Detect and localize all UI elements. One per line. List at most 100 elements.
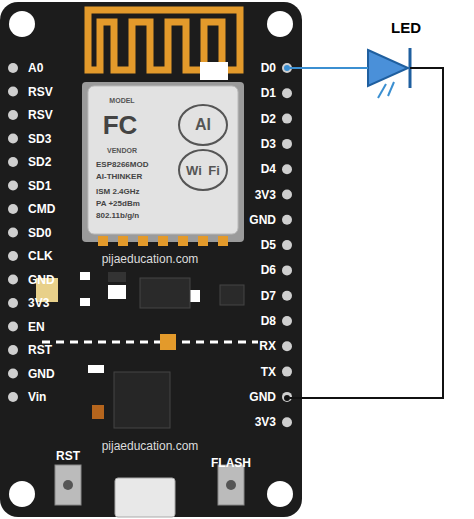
wifi-logo xyxy=(179,150,227,190)
led-symbol: LED xyxy=(358,18,424,104)
wire-gnd xyxy=(290,68,443,398)
pin-label: GND xyxy=(28,274,55,286)
pin-label: D2 xyxy=(261,113,276,125)
smd-part xyxy=(160,334,176,350)
pin-label: 3V3 xyxy=(255,189,276,201)
module-text: AI xyxy=(195,117,211,133)
pin-label: RST xyxy=(28,344,52,356)
pin-dot xyxy=(282,341,292,351)
pin-dot xyxy=(282,367,292,377)
pin-dot xyxy=(282,316,292,326)
pin-label: RSV xyxy=(28,109,53,121)
pcb-antenna xyxy=(88,10,240,70)
regulator xyxy=(140,278,190,308)
pin-dot xyxy=(282,114,292,124)
smd-part xyxy=(200,62,228,80)
module-text: ISM 2.4GHz xyxy=(96,188,140,196)
module-text: PA +25dBm xyxy=(96,200,140,208)
pin-dot xyxy=(8,87,18,97)
pin-dot xyxy=(8,181,18,191)
board-pcb xyxy=(0,2,302,517)
pin-label: SD0 xyxy=(28,227,51,239)
pin-label: D1 xyxy=(261,87,276,99)
pin-dot xyxy=(8,157,18,167)
pin-dot xyxy=(282,88,292,98)
module-text: ESP8266MOD xyxy=(96,161,148,169)
pin-label: D3 xyxy=(261,138,276,150)
pin-label: D7 xyxy=(261,290,276,302)
pin-label: 3V3 xyxy=(28,297,49,309)
pin-dot xyxy=(282,240,292,250)
pin-label: GND xyxy=(249,391,276,403)
pin-dot xyxy=(8,204,18,214)
ai-logo xyxy=(179,105,227,145)
pin-dot xyxy=(282,417,292,427)
module-text: 802.11b/g/n xyxy=(96,212,139,220)
pin-label: GND xyxy=(28,368,55,380)
pin-dot xyxy=(8,63,18,73)
module-text: MODEL xyxy=(109,97,134,104)
module-text: Fi xyxy=(208,164,220,177)
module-pcb xyxy=(82,82,244,242)
pin-dot xyxy=(8,392,18,402)
pin-dots xyxy=(8,63,292,427)
pin-label: GND xyxy=(249,214,276,226)
micro-usb xyxy=(115,478,175,517)
silkscreen xyxy=(42,341,258,344)
pin-label: D0 xyxy=(261,62,276,74)
watermark: pijaeducation.com xyxy=(102,253,199,265)
pin-dot xyxy=(282,190,292,200)
button-label: RST xyxy=(56,450,80,462)
pin-dot xyxy=(8,298,18,308)
wire-d0 xyxy=(290,67,368,69)
smd-part xyxy=(108,272,126,282)
wire-joint xyxy=(284,65,290,71)
rst-button xyxy=(55,465,81,505)
pin-dot xyxy=(282,215,292,225)
pin-dot xyxy=(282,139,292,149)
pin-dot xyxy=(8,275,18,285)
pin-dot xyxy=(8,228,18,238)
module-pads xyxy=(98,236,228,246)
smd-part xyxy=(92,405,104,419)
pin-dot xyxy=(282,291,292,301)
pin-label: SD2 xyxy=(28,156,51,168)
pin-dot xyxy=(8,345,18,355)
module-text: FC xyxy=(103,112,138,138)
smd-part xyxy=(88,365,104,373)
pin-label: D4 xyxy=(261,163,276,175)
pin-label: SD1 xyxy=(28,180,51,192)
pin-dot xyxy=(8,134,18,144)
pin-label: SD3 xyxy=(28,133,51,145)
pin-label: D8 xyxy=(261,315,276,327)
pin-label: 3V3 xyxy=(255,416,276,428)
pin-label: CLK xyxy=(28,250,53,262)
usb-chip xyxy=(114,372,170,428)
metal-shield xyxy=(88,86,238,234)
pin-dot xyxy=(8,322,18,332)
watermark: pijaeducation.com xyxy=(102,440,199,452)
pin-label: RX xyxy=(259,340,276,352)
led-label: LED xyxy=(391,20,421,35)
flash-button xyxy=(218,465,244,505)
module-text: AI-THINKER xyxy=(96,173,142,181)
pin-dot xyxy=(8,110,18,120)
wire-joint xyxy=(284,395,290,401)
pin-dot xyxy=(282,265,292,275)
pin-label: Vin xyxy=(28,391,46,403)
pin-label: EN xyxy=(28,321,45,333)
pin-label: A0 xyxy=(28,62,43,74)
module-text: VENDOR xyxy=(107,147,137,154)
pin-dot xyxy=(8,369,18,379)
button-label: FLASH xyxy=(211,457,251,469)
pin-label: D6 xyxy=(261,264,276,276)
pin-dot xyxy=(8,251,18,261)
transistor xyxy=(220,285,244,305)
pin-label: CMD xyxy=(28,203,55,215)
mounting-holes xyxy=(9,11,293,507)
pin-label: RSV xyxy=(28,86,53,98)
pin-dot xyxy=(282,164,292,174)
module-text: Wi xyxy=(186,164,202,177)
pin-dot xyxy=(282,392,292,402)
